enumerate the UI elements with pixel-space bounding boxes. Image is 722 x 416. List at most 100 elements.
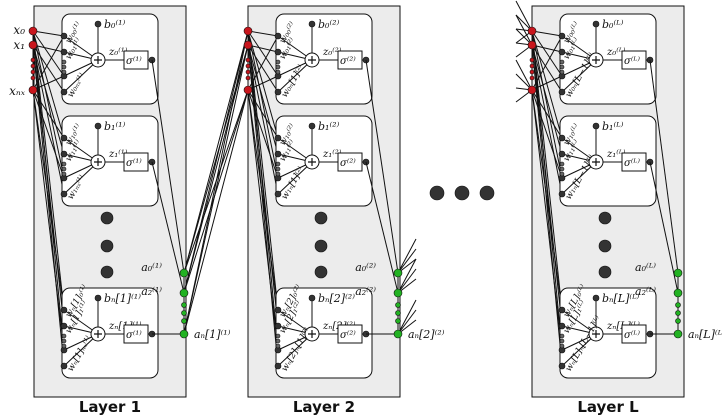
- weight-input-node: [274, 134, 282, 142]
- weight-input-node: [558, 32, 566, 40]
- input-connection-line: [531, 44, 563, 195]
- input-connection-line: [32, 30, 65, 351]
- output-connection-line: [365, 59, 399, 274]
- inter-layer-connection-line: [183, 89, 249, 335]
- input-connection-line: [247, 44, 279, 155]
- input-connection-line: [247, 89, 279, 311]
- input-connection-line: [531, 44, 563, 327]
- inter-layer-connection-line: [183, 44, 249, 335]
- input-connection-line: [247, 44, 279, 93]
- plus-icon: [94, 56, 102, 64]
- input-node: [243, 40, 253, 50]
- weight-line: [561, 333, 597, 367]
- input-connection-line: [247, 30, 279, 77]
- bias-node: [592, 294, 600, 302]
- plus-icon: [308, 158, 316, 166]
- input-label-xn: xₙₓ: [9, 84, 26, 98]
- neuron-box: [61, 287, 159, 379]
- weight-ellipsis-dot: [275, 59, 281, 65]
- bias-label: b₀⁽²⁾: [318, 18, 340, 31]
- layer-caption: Layer 1: [79, 398, 141, 416]
- weight-input-node: [274, 322, 282, 330]
- input-connection-line: [32, 30, 65, 179]
- neuron-box: [559, 287, 657, 379]
- inter-layer-connection-line: [183, 44, 249, 274]
- layer-ellipsis-dot: [454, 185, 470, 201]
- activation-label: σ⁽¹⁾: [126, 158, 142, 169]
- weight-ellipsis-dot: [275, 69, 281, 75]
- input-connection-line: [32, 89, 65, 311]
- output-node: [673, 288, 683, 298]
- activation-label: σ⁽²⁾: [340, 158, 356, 169]
- bias-label: bₙ[L]⁽ᴸ⁾: [602, 292, 640, 305]
- bias-node: [308, 122, 316, 130]
- input-connection-line: [531, 89, 563, 351]
- neuron-box: [61, 115, 159, 207]
- plus-icon: [592, 158, 600, 166]
- weight-ellipsis-dot: [275, 333, 281, 339]
- weight-line: [63, 333, 99, 367]
- weight-input-node: [60, 190, 68, 198]
- weight-ellipsis-dot: [559, 59, 565, 65]
- z-label: z₀⁽ᴸ⁾: [606, 47, 626, 58]
- neuron-ellipsis-dot: [100, 211, 114, 225]
- bias-label: b₀⁽¹⁾: [104, 18, 126, 31]
- outgoing-connection-line: [397, 238, 417, 274]
- weight-input-node: [274, 362, 282, 370]
- input-connection-line: [247, 44, 279, 53]
- input-connection-line: [32, 44, 65, 327]
- weight-ellipsis-dot: [61, 333, 67, 339]
- input-connection-line: [32, 44, 65, 53]
- weight-input-node: [60, 32, 68, 40]
- bias-label: b₀⁽ᴸ⁾: [602, 18, 624, 31]
- weight-line: [277, 161, 313, 195]
- output-node: [673, 268, 683, 278]
- input-ellipsis-dot: [245, 57, 251, 63]
- output-node: [179, 268, 189, 278]
- weight-input-node: [558, 150, 566, 158]
- neuron-box: [275, 115, 373, 207]
- weight-line: [63, 59, 99, 93]
- neuron-ellipsis-dot: [100, 265, 114, 279]
- weight-ellipsis-dot: [275, 343, 281, 349]
- z-label: z₀⁽²⁾: [322, 47, 342, 58]
- weight-input-node: [60, 134, 68, 142]
- weight-ellipsis-dot: [275, 161, 281, 167]
- activation-label: σ⁽²⁾: [340, 330, 356, 341]
- input-ellipsis-dot: [30, 57, 36, 63]
- output-label-a0: a₀⁽²⁾: [355, 261, 376, 274]
- input-connection-line: [247, 44, 279, 327]
- bias-label: bₙ[2]⁽²⁾: [318, 292, 355, 305]
- input-ellipsis-dot: [30, 63, 36, 69]
- output-ellipsis-dot: [675, 310, 681, 316]
- output-connection-line: [151, 161, 185, 294]
- weight-input-node: [558, 134, 566, 142]
- input-connection-line: [247, 30, 279, 139]
- activation-label: σ⁽ᴸ⁾: [624, 330, 640, 341]
- weight-ellipsis-dot: [61, 171, 67, 177]
- input-node: [28, 85, 38, 95]
- activation-label: σ⁽²⁾: [340, 56, 356, 67]
- layer-ellipsis-dot: [479, 185, 495, 201]
- weight-input-node: [274, 306, 282, 314]
- output-node: [393, 329, 403, 339]
- output-label-a0: a₀⁽¹⁾: [141, 261, 162, 274]
- input-connection-line: [247, 30, 279, 351]
- weight-ellipsis-dot: [275, 64, 281, 70]
- input-node: [28, 40, 38, 50]
- bias-node: [94, 122, 102, 130]
- weight-input-node: [558, 322, 566, 330]
- bias-node: [308, 20, 316, 28]
- weight-input-node: [558, 362, 566, 370]
- bias-label: b₁⁽²⁾: [318, 120, 340, 133]
- input-connection-line: [32, 44, 65, 155]
- output-ellipsis-dot: [181, 302, 187, 308]
- weight-ellipsis-dot: [559, 161, 565, 167]
- input-connection-line: [531, 89, 563, 311]
- input-ellipsis-dot: [30, 75, 36, 81]
- weight-input-node: [558, 48, 566, 56]
- input-connection-line: [531, 30, 563, 351]
- neuron-box: [559, 13, 657, 105]
- output-label-a0: a₀⁽ᴸ⁾: [635, 261, 656, 274]
